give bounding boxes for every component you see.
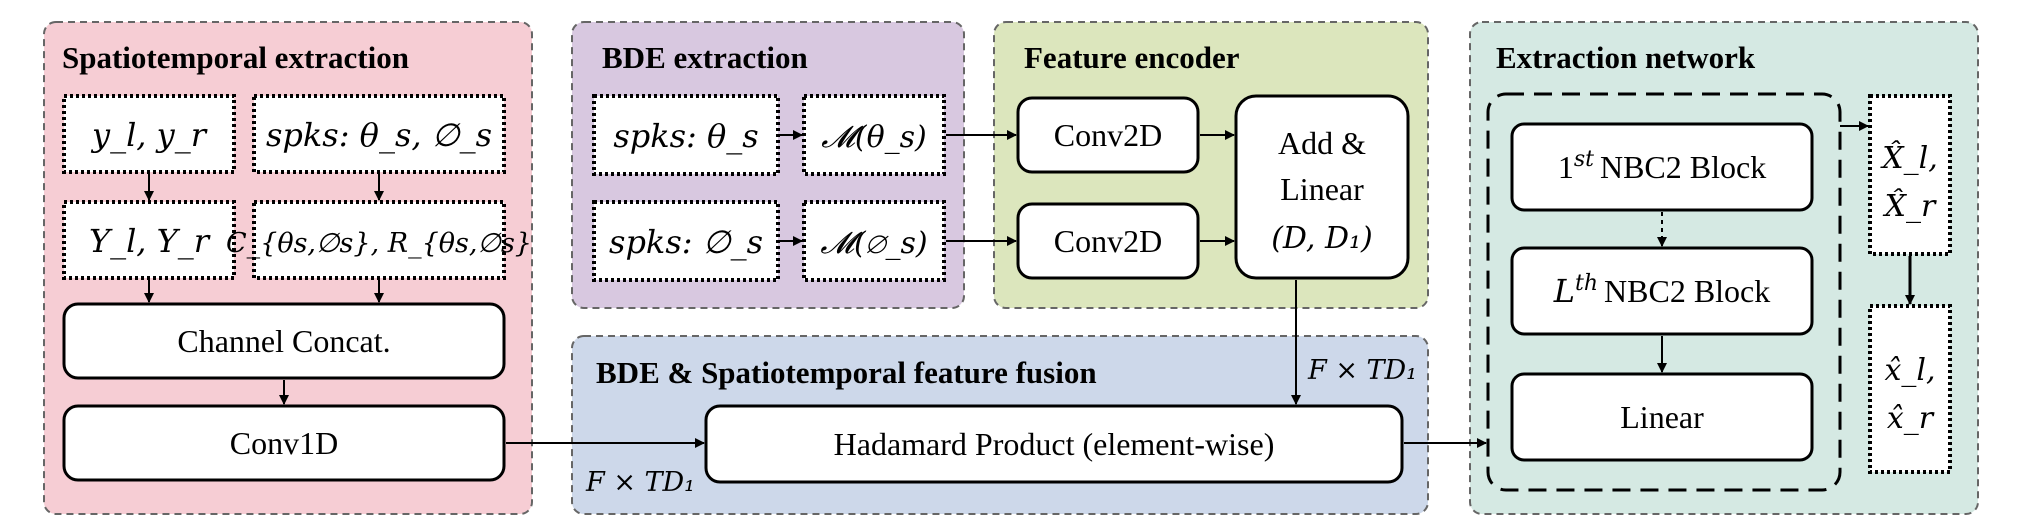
box-nbc2-stack (1486, 92, 1842, 492)
box-nbc2-first[interactable] (1510, 122, 1814, 212)
panel-title-bde: BDE extraction (602, 40, 808, 75)
box-spk-inputs (252, 94, 506, 174)
panel-title-fusion: BDE & Spatiotemporal feature fusion (596, 355, 1097, 390)
label-output-wave-r: x̂_r (1887, 401, 1935, 436)
label-map-azimuth: 𝓜(θ_s) (821, 120, 926, 155)
label-map-elevation: 𝓜(∅_s) (820, 226, 927, 261)
rest-nbc2-first: NBC2 Block (1600, 149, 1766, 185)
box-spk-elevation (592, 200, 780, 282)
box-linear[interactable] (1510, 372, 1814, 462)
box-nbc2-last[interactable] (1510, 246, 1814, 336)
sup-nbc2-last: th (1575, 271, 1598, 296)
sup-nbc2-first: st (1574, 147, 1594, 172)
box-hadamard[interactable] (704, 404, 1404, 484)
label-conv2d-bottom: Conv2D (1054, 223, 1162, 259)
label-add-line3: (D, D₁) (1271, 221, 1373, 256)
box-mic-inputs (62, 94, 236, 174)
panel-title-extraction: Extraction network (1496, 40, 1756, 75)
box-spatial-features (252, 200, 506, 280)
label-add-line2: Linear (1280, 171, 1364, 207)
box-conv2d-bottom[interactable] (1016, 202, 1200, 280)
label-add-line1: Add & (1278, 125, 1366, 161)
label-mic-inputs: y_l, y_r (90, 116, 208, 154)
label-dim-bottom: F × TD₁ (585, 467, 695, 498)
label-stft: Y_l, Y_r (89, 222, 211, 260)
box-add-linear[interactable] (1234, 94, 1410, 280)
panel-title-spatiotemporal: Spatiotemporal extraction (62, 40, 409, 75)
box-conv2d-top[interactable] (1016, 96, 1200, 174)
box-conv1d[interactable] (62, 404, 506, 482)
label-spk-elevation: spks: ∅_s (609, 223, 763, 261)
label-output-wave-l: x̂_l, (1884, 353, 1935, 388)
label-spk-azimuth: spks: θ_s (613, 117, 758, 155)
label-output-spectrum-r: X̂_r (1883, 189, 1937, 224)
panel-title-encoder: Feature encoder (1024, 40, 1240, 75)
label-channel-concat: Channel Concat. (177, 323, 390, 359)
box-channel-concat[interactable] (62, 302, 506, 380)
label-spatial-features: C_{θs,∅s}, R_{θs,∅s} (226, 228, 532, 259)
label-conv2d-top: Conv2D (1054, 117, 1162, 153)
rest-nbc2-last: NBC2 Block (1604, 273, 1770, 309)
label-linear: Linear (1620, 399, 1704, 435)
label-spk-inputs: spks: θ_s, ∅_s (266, 116, 492, 154)
label-dim-top: F × TD₁ (1307, 355, 1417, 386)
box-spk-azimuth (592, 94, 780, 176)
box-map-azimuth (802, 94, 946, 176)
box-output-spectra (1868, 94, 1952, 256)
label-output-spectrum-l: X̂_l, (1880, 141, 1938, 176)
box-output-waveforms (1868, 304, 1952, 474)
label-conv1d: Conv1D (230, 425, 338, 461)
label-hadamard: Hadamard Product (element-wise) (834, 426, 1275, 462)
box-stft (62, 200, 236, 280)
box-map-elevation (802, 200, 946, 282)
